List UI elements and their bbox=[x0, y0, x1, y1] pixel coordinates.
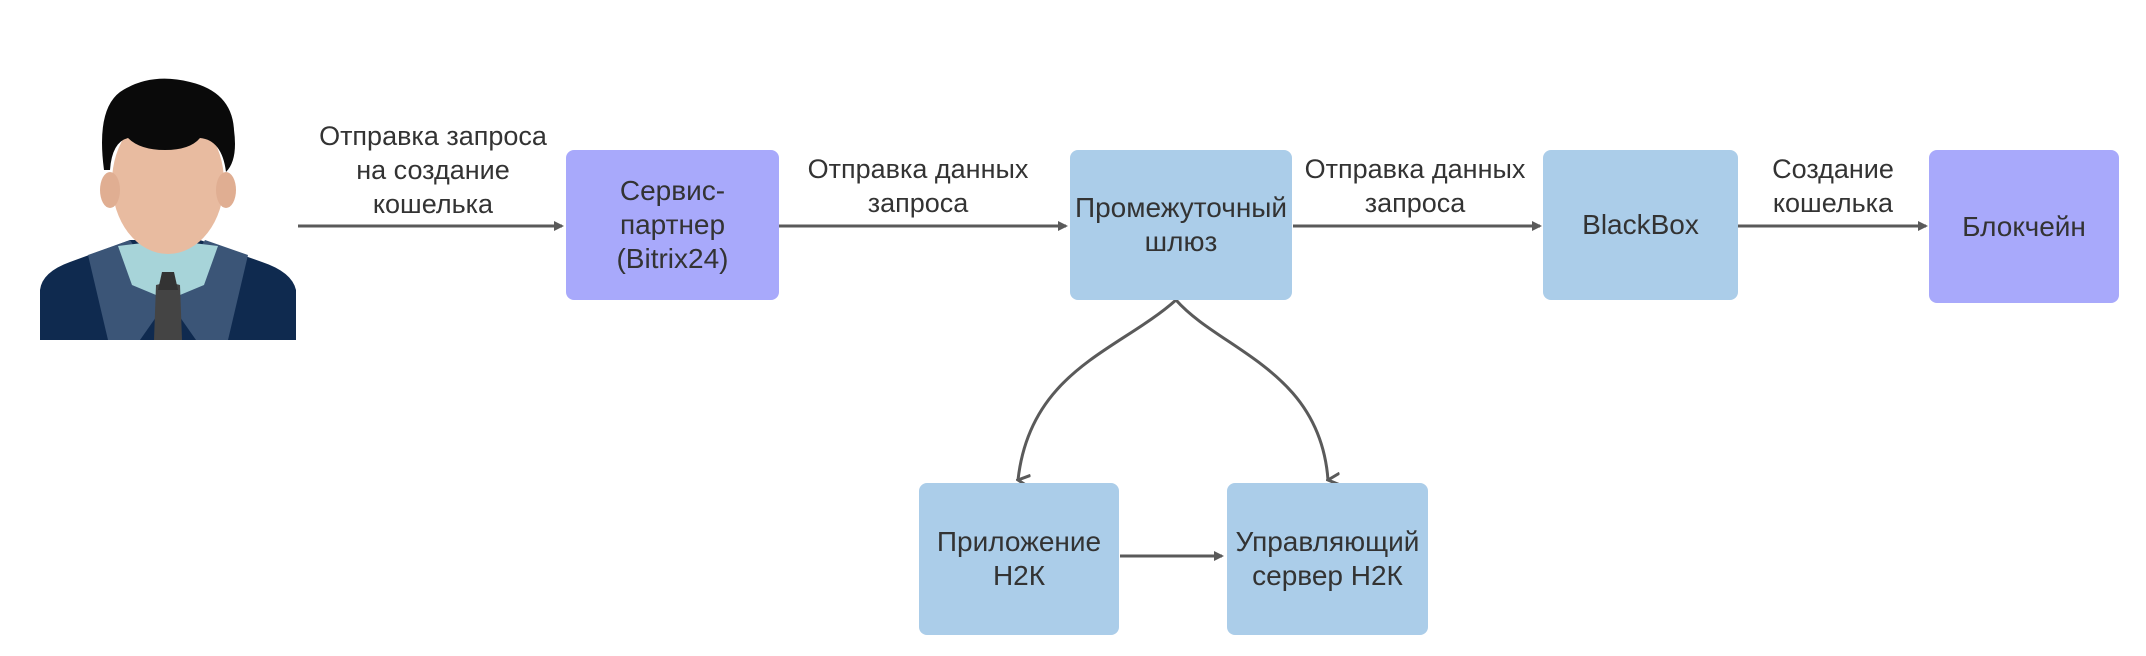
edge-label-blackbox-to-blockchain: Создание кошелька bbox=[1772, 154, 1894, 218]
node-h2k-app: Приложение Н2К bbox=[919, 483, 1119, 635]
node-blackbox: BlackBox bbox=[1543, 150, 1738, 300]
node-blockchain: Блокчейн bbox=[1929, 150, 2119, 303]
edge-label-user-to-partner: Отправка запроса на создание кошелька bbox=[319, 121, 547, 219]
edge-label-partner-to-gateway: Отправка данных запроса bbox=[807, 154, 1029, 218]
edge-gateway-to-server bbox=[1174, 299, 1328, 480]
edge-label-gateway-to-blackbox: Отправка данных запроса bbox=[1304, 154, 1526, 218]
node-partner-service: Сервис-партнер (Bitrix24) bbox=[566, 150, 779, 300]
node-h2k-server: Управляющий сервер Н2К bbox=[1227, 483, 1428, 635]
edge-gateway-to-app bbox=[1018, 298, 1177, 480]
user-avatar-icon bbox=[40, 78, 296, 340]
node-intermediate-gateway: Промежуточный шлюз bbox=[1070, 150, 1292, 300]
